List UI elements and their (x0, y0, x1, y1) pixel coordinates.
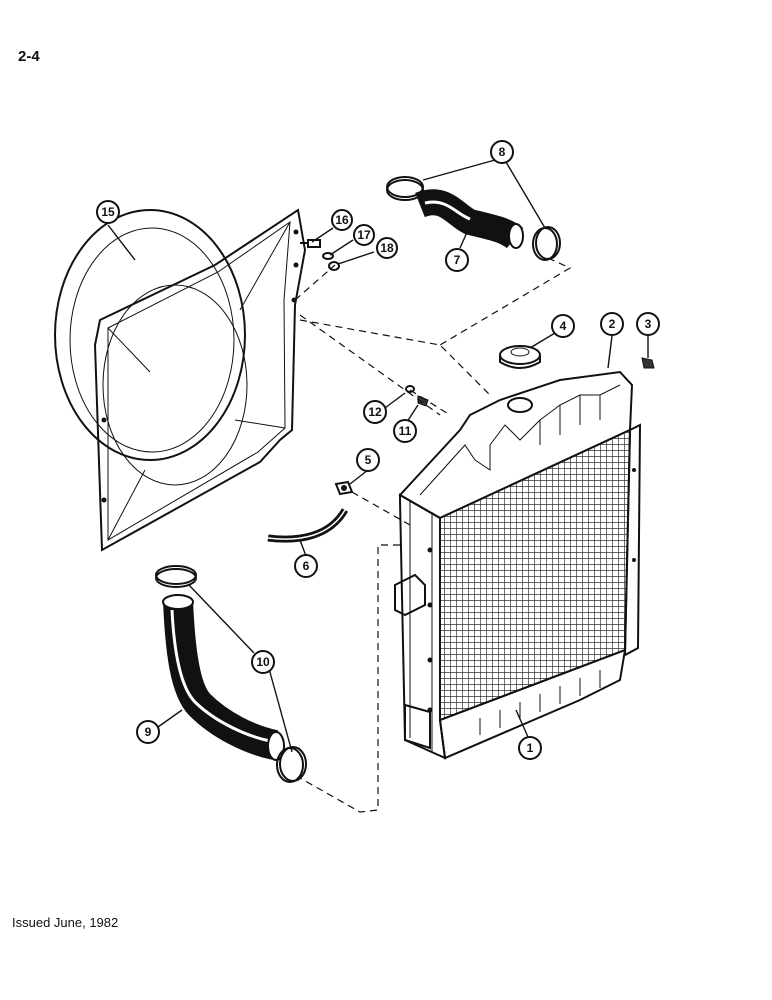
svg-text:6: 6 (303, 559, 310, 573)
svg-text:16: 16 (335, 213, 349, 227)
callout-6: 6 (294, 554, 318, 578)
svg-text:9: 9 (145, 725, 152, 739)
fan-shroud (54, 208, 307, 552)
radiator (394, 370, 642, 760)
callout-10: 10 (251, 650, 275, 674)
lower-hose-clamp-bottom (276, 746, 307, 783)
upper-hose-clamp-left (386, 176, 424, 201)
svg-text:15: 15 (101, 205, 115, 219)
svg-text:18: 18 (380, 241, 394, 255)
svg-text:11: 11 (399, 424, 412, 438)
overflow-tube (267, 480, 354, 543)
callout-16: 16 (331, 209, 353, 231)
clip (641, 357, 655, 369)
callout-18: 18 (376, 237, 398, 259)
svg-text:17: 17 (357, 228, 371, 242)
callout-8: 8 (490, 140, 514, 164)
callout-1: 1 (518, 736, 542, 760)
page-number: 2-4 (18, 48, 40, 65)
callout-11: 11 (393, 419, 417, 443)
callout-12: 12 (363, 400, 387, 424)
callout-9: 9 (136, 720, 160, 744)
svg-text:3: 3 (645, 317, 652, 331)
callout-17: 17 (353, 224, 375, 246)
callout-5: 5 (356, 448, 380, 472)
svg-text:10: 10 (256, 655, 270, 669)
callout-3: 3 (636, 312, 660, 336)
callout-2: 2 (600, 312, 624, 336)
upper-hose (415, 189, 524, 249)
upper-hose-clamp-right (532, 226, 561, 261)
svg-text:12: 12 (368, 405, 382, 419)
callout-7: 7 (445, 248, 469, 272)
callout-15: 15 (96, 200, 120, 224)
svg-text:4: 4 (560, 319, 567, 333)
issue-date: Issued June, 1982 (12, 915, 119, 930)
svg-text:1: 1 (527, 741, 534, 755)
svg-text:7: 7 (454, 253, 461, 267)
svg-text:8: 8 (499, 145, 506, 159)
lower-hose-clamp-top (155, 565, 197, 588)
small-bolts (405, 385, 429, 407)
radiator-cap (499, 345, 541, 369)
leader-lines (107, 159, 649, 753)
svg-text:2: 2 (609, 317, 616, 331)
lower-hose (162, 594, 285, 761)
callout-4: 4 (551, 314, 575, 338)
assembly-lines (294, 257, 572, 813)
shroud-hardware (300, 239, 340, 271)
svg-text:5: 5 (365, 453, 372, 467)
